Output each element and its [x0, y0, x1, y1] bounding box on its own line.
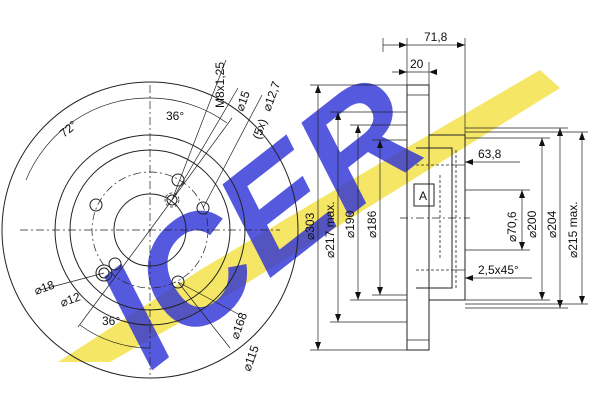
leader-dia15 — [171, 87, 239, 201]
hat-outline — [429, 134, 466, 301]
label-dia-204: ⌀204 — [545, 210, 559, 238]
arrowhead — [519, 190, 525, 198]
arrowhead — [377, 287, 383, 295]
label-thread: M8x1,25 — [213, 62, 227, 108]
label-angle-72: 72° — [57, 118, 80, 141]
label-angle-36-bottom: 36° — [102, 314, 120, 328]
threaded-hole-thread — [164, 192, 180, 208]
leader-dia168 — [177, 281, 241, 316]
arrowhead — [315, 342, 321, 350]
arrowhead — [377, 140, 383, 148]
arrowhead — [539, 138, 545, 146]
arrowhead — [335, 314, 341, 322]
arrowhead — [429, 69, 437, 75]
arrowhead — [399, 69, 407, 75]
arrowhead — [519, 242, 525, 250]
arrowhead — [335, 112, 341, 120]
bolt-hole — [196, 201, 210, 215]
leader-thread — [171, 59, 227, 201]
label-dia-15: ⌀15 — [233, 89, 253, 113]
label-angle-36-top: 36° — [166, 109, 184, 123]
arrowhead — [465, 275, 473, 281]
leader-dia115 — [177, 281, 231, 349]
disc-outer-circle — [1, 81, 299, 379]
locating-hole — [98, 267, 110, 279]
angle-arc-36-bottom — [79, 324, 151, 349]
label-dia-70-6: ⌀70,6 — [505, 211, 519, 242]
arrowhead — [539, 292, 545, 300]
label-dia-18: ⌀18 — [32, 278, 56, 298]
arrowhead — [355, 125, 361, 133]
label-dia-186: ⌀186 — [365, 210, 379, 238]
label-dia-200: ⌀200 — [525, 210, 539, 238]
bolt-hole — [171, 275, 185, 289]
label-dia-190: ⌀190 — [343, 210, 357, 238]
arrowhead — [399, 42, 407, 48]
angle-arc-36-top — [149, 97, 228, 124]
label-a: A — [419, 189, 427, 203]
label-chamfer: 2,5x45° — [478, 263, 519, 277]
label-width-20: 20 — [410, 57, 424, 71]
label-dia-115: ⌀115 — [240, 343, 262, 373]
threaded-hole — [166, 194, 178, 206]
label-dia-215-max: ⌀215 max. — [566, 201, 580, 258]
label-depth-63-8: 63,8 — [478, 147, 502, 161]
leader-dia18 — [39, 272, 105, 291]
angle-arc-72 — [25, 97, 151, 181]
arrowhead — [315, 85, 321, 93]
section-view: A 71,8 20 63,8 ⌀303 ⌀217 max. — [303, 30, 588, 351]
detail-box-a — [413, 183, 435, 207]
bolt-hole — [108, 257, 122, 271]
angle-ray — [149, 117, 233, 231]
leader-holes — [202, 94, 263, 209]
bolt-hole — [89, 198, 103, 212]
arrowhead — [579, 132, 585, 140]
arrowhead — [579, 296, 585, 304]
locating-hole-outer — [95, 264, 113, 282]
label-dia-12: ⌀12 — [58, 290, 82, 310]
label-holes-5x: (5x) — [250, 117, 270, 141]
label-dia-217-max: ⌀217 max. — [323, 201, 337, 258]
label-width-71-8: 71,8 — [424, 30, 448, 44]
label-dia-303: ⌀303 — [303, 212, 317, 240]
arrowhead — [355, 292, 361, 300]
arrowhead — [465, 159, 473, 165]
friction-ring-outline — [406, 84, 430, 351]
angle-ray — [77, 229, 151, 328]
arrowhead — [457, 42, 465, 48]
